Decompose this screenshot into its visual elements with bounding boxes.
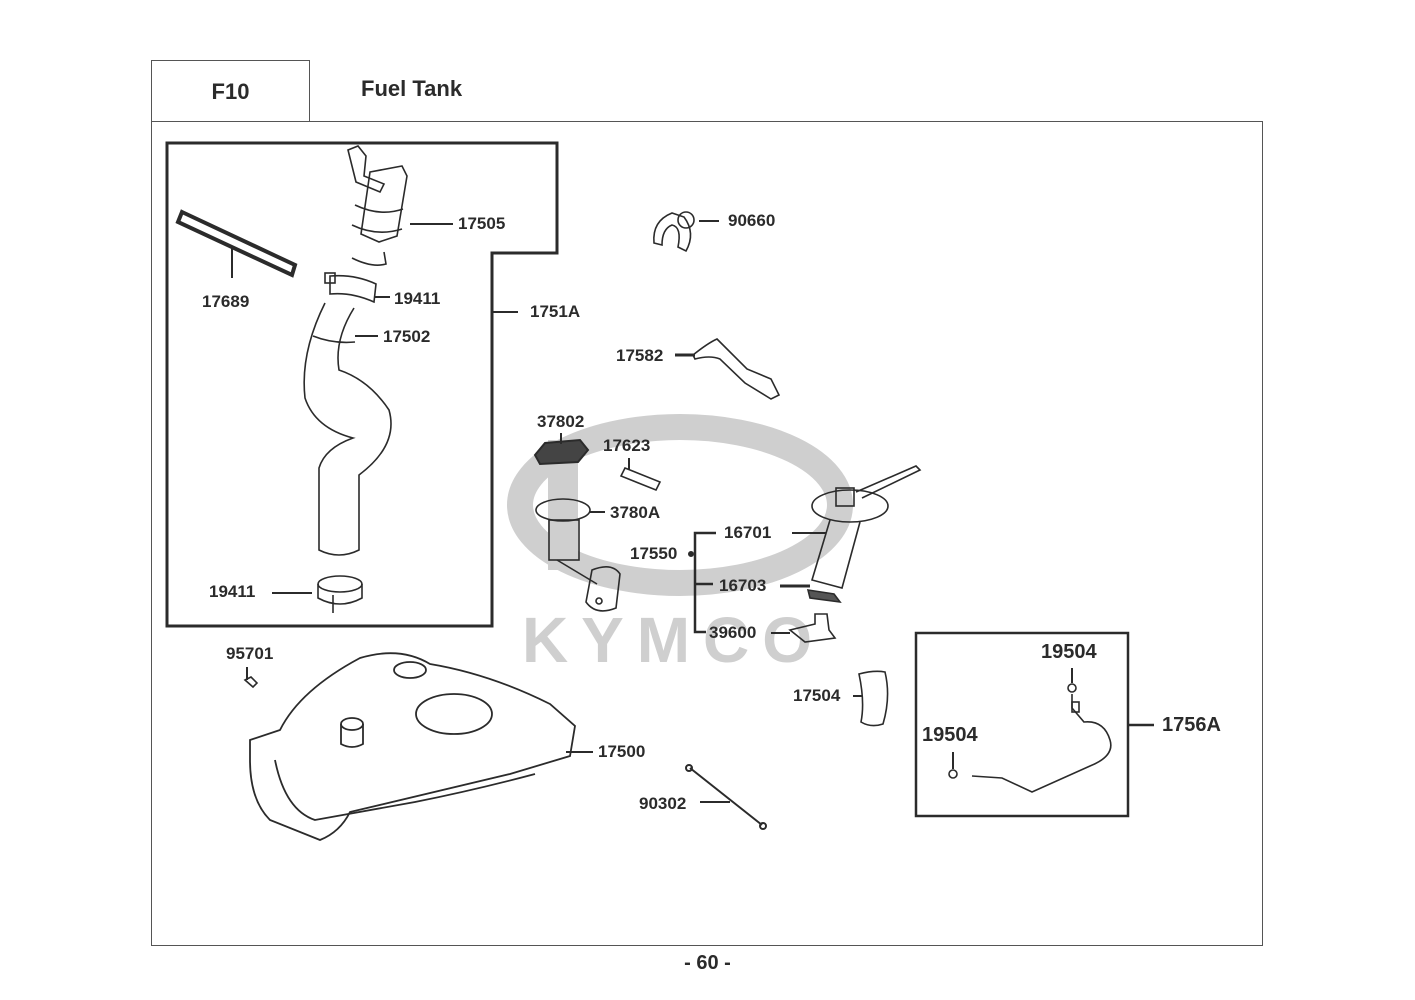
part-label-90302: 90302 (639, 794, 687, 813)
part-clamp-19411-lower (317, 575, 363, 613)
part-label-37802: 37802 (537, 412, 585, 431)
diagram-frame (151, 121, 1263, 946)
part-filter-16703 (806, 589, 842, 604)
part-label-1756A: 1756A (1162, 714, 1221, 736)
part-plate-39600 (788, 613, 837, 643)
part-label-17504: 17504 (793, 686, 841, 705)
part-fuel-tank-17500 (249, 652, 576, 841)
part-label-19411-lower: 19411 (209, 582, 256, 601)
part-screws-90302 (685, 764, 767, 830)
part-label-17502: 17502 (383, 327, 431, 346)
part-label-39600: 39600 (709, 623, 757, 642)
part-label-17550: 17550 (630, 544, 678, 563)
leader-17550-bracket (693, 531, 716, 634)
part-label-16703: 16703 (719, 576, 767, 595)
part-label-95701: 95701 (226, 644, 274, 663)
part-label-17582: 17582 (616, 346, 664, 365)
section-code-text: F10 (211, 78, 250, 104)
part-label-17623: 17623 (603, 436, 651, 455)
part-label-3780A: 3780A (610, 503, 661, 522)
part-label-17500: 17500 (598, 742, 646, 761)
part-label-17505: 17505 (458, 214, 506, 233)
part-packing-17623 (619, 466, 662, 492)
watermark-ellipse (507, 414, 853, 596)
part-filler-neck-17505 (347, 145, 408, 266)
part-label-16701: 16701 (724, 523, 772, 542)
part-label-1751A: 1751A (530, 302, 581, 321)
group-box-1751A (165, 141, 559, 628)
part-label-19411-upper: 19411 (394, 289, 441, 308)
page-number: - 60 - (684, 952, 731, 974)
part-label-17689: 17689 (202, 292, 250, 311)
section-title: Fuel Tank (361, 76, 463, 101)
part-label-90660: 90660 (728, 211, 776, 230)
leader-17550-dot (688, 551, 694, 557)
part-bolt-95701 (243, 676, 259, 689)
part-clip-19504-lower (948, 769, 958, 779)
kymco-watermark: KYMCO (507, 414, 853, 676)
part-clip-19504-upper (1067, 683, 1077, 693)
part-bracket-17582 (691, 338, 781, 400)
part-clip-90660 (653, 211, 695, 253)
part-retainer-37802 (533, 438, 590, 466)
part-fuel-pump-16701 (810, 465, 922, 589)
part-gasket-17689 (175, 209, 298, 278)
part-fuel-unit-3780A (535, 498, 621, 612)
part-label-19504-lower: 19504 (922, 724, 978, 746)
part-clamp-19411-upper (324, 272, 377, 304)
part-hose-17502 (303, 302, 392, 556)
part-hose-1756A (971, 694, 1112, 793)
section-code: F10 (151, 60, 310, 122)
part-label-19504-upper: 19504 (1041, 641, 1097, 663)
watermark-text: KYMCO (522, 604, 812, 676)
part-pad-17504 (858, 670, 889, 727)
